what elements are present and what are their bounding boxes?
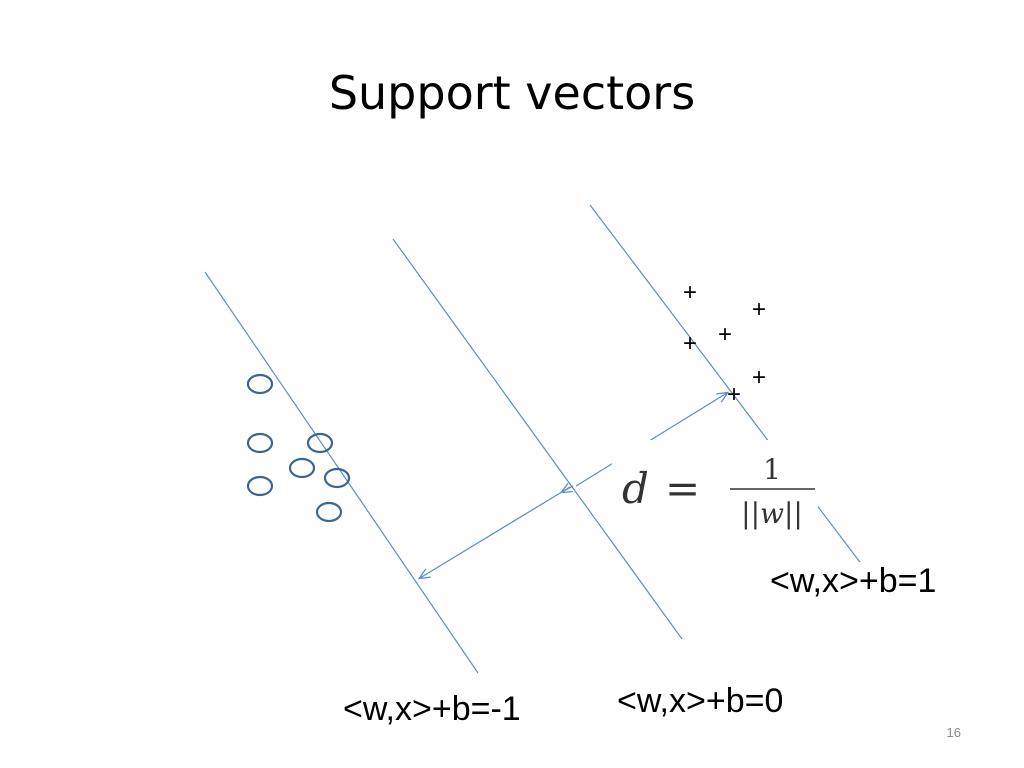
formula-equals: = bbox=[665, 464, 700, 513]
positive-point: + bbox=[683, 330, 697, 357]
slide-number: 16 bbox=[946, 725, 961, 740]
positive-point: + bbox=[683, 279, 697, 306]
negative-point bbox=[323, 467, 351, 489]
positive-point: + bbox=[752, 364, 766, 391]
formula-numerator: 1 bbox=[763, 453, 781, 486]
positive-point: + bbox=[752, 296, 766, 323]
positive-point: + bbox=[727, 381, 741, 408]
margin-arrow-upper-left bbox=[562, 486, 574, 492]
hyperplane-negative-label: <w,x>+b=-1 bbox=[343, 690, 521, 728]
hyperplane-positive-label: <w,x>+b=1 bbox=[770, 562, 936, 600]
negative-point bbox=[288, 457, 316, 479]
margin-arrow-upper bbox=[575, 393, 727, 487]
positive-points: + + + + + + bbox=[683, 279, 766, 408]
margin-formula: d = 1 ||w|| bbox=[612, 440, 818, 532]
hyperplane-labels: <w,x>+b=1 <w,x>+b=0 <w,x>+b=-1 bbox=[343, 562, 966, 728]
hyperplane-zero-label: <w,x>+b=0 bbox=[617, 682, 783, 720]
formula-denominator: ||w|| bbox=[741, 497, 803, 530]
margin-arrow-lower bbox=[420, 486, 571, 578]
negative-point bbox=[246, 373, 274, 395]
positive-point: + bbox=[718, 321, 732, 348]
formula-lhs: d bbox=[622, 464, 649, 513]
negative-points bbox=[246, 373, 351, 523]
negative-point bbox=[246, 475, 274, 497]
hyperplane-positive-line bbox=[589, 204, 888, 599]
negative-point bbox=[306, 432, 334, 454]
negative-point bbox=[315, 501, 343, 523]
hyperplane-negative-line bbox=[204, 271, 479, 674]
slide-title: Support vectors bbox=[328, 66, 696, 120]
hyperplane-zero-line bbox=[392, 238, 683, 640]
negative-point bbox=[246, 432, 274, 454]
